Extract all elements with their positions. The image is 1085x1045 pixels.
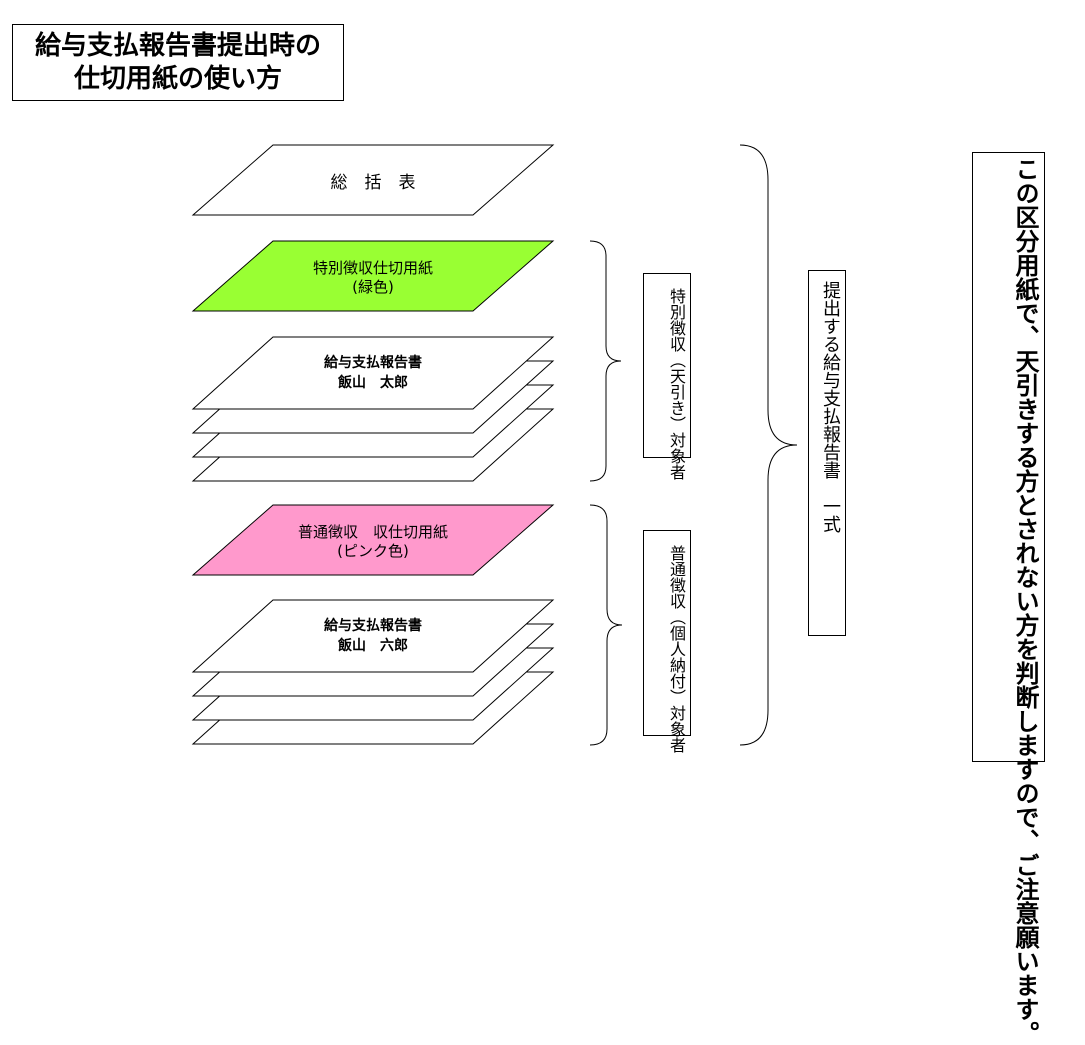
special-report-sheet [191,336,555,410]
summary-sheet-label: 総 括 表 [331,173,416,193]
special-collection-target-label: 特別徴収（天引き）対象者 [643,273,691,480]
special-divider-label-1: 特別徴収仕切用紙 [313,259,433,277]
normal-collection-target-label: 普通徴収（個人納付）対象者 [643,530,691,753]
special-divider-sheet [191,240,555,312]
special-report-label-1: 給与支払報告書 [324,354,422,371]
normal-divider-label-1: 普通徴収 収仕切用紙 [298,523,448,541]
normal-group-brace [589,504,623,746]
divider-sheet-diagram: 総 括 表 特別徴収仕切用紙 (緑色) 給与支払報告書 飯山 太郎 普通徴収 収… [191,144,798,746]
title-line-2: 仕切用紙の使い方 [73,64,282,94]
title-line-1: 給与支払報告書提出時の [34,31,321,61]
special-divider-label-2: (緑色) [352,278,394,296]
normal-divider-label-2: (ピンク色) [337,542,409,560]
special-report-stack [191,336,555,482]
summary-sheet [191,144,555,216]
normal-report-label-2: 飯山 六郎 [337,637,408,654]
notice-box: この区分用紙で、天引きする方とされない方を判断しますので、ご注意願います。 [972,152,1045,1045]
all-reports-brace [739,144,798,746]
all-reports-label: 提出する給与支払報告書 一式 [808,270,846,636]
normal-report-stack [191,599,555,745]
page-title: 給与支払報告書提出時の 仕切用紙の使い方 [12,24,344,101]
special-report-label-2: 飯山 太郎 [337,374,408,391]
normal-report-label-1: 給与支払報告書 [324,617,422,634]
normal-divider-sheet [191,504,555,576]
special-group-brace [589,240,622,482]
normal-report-sheet [191,599,555,673]
